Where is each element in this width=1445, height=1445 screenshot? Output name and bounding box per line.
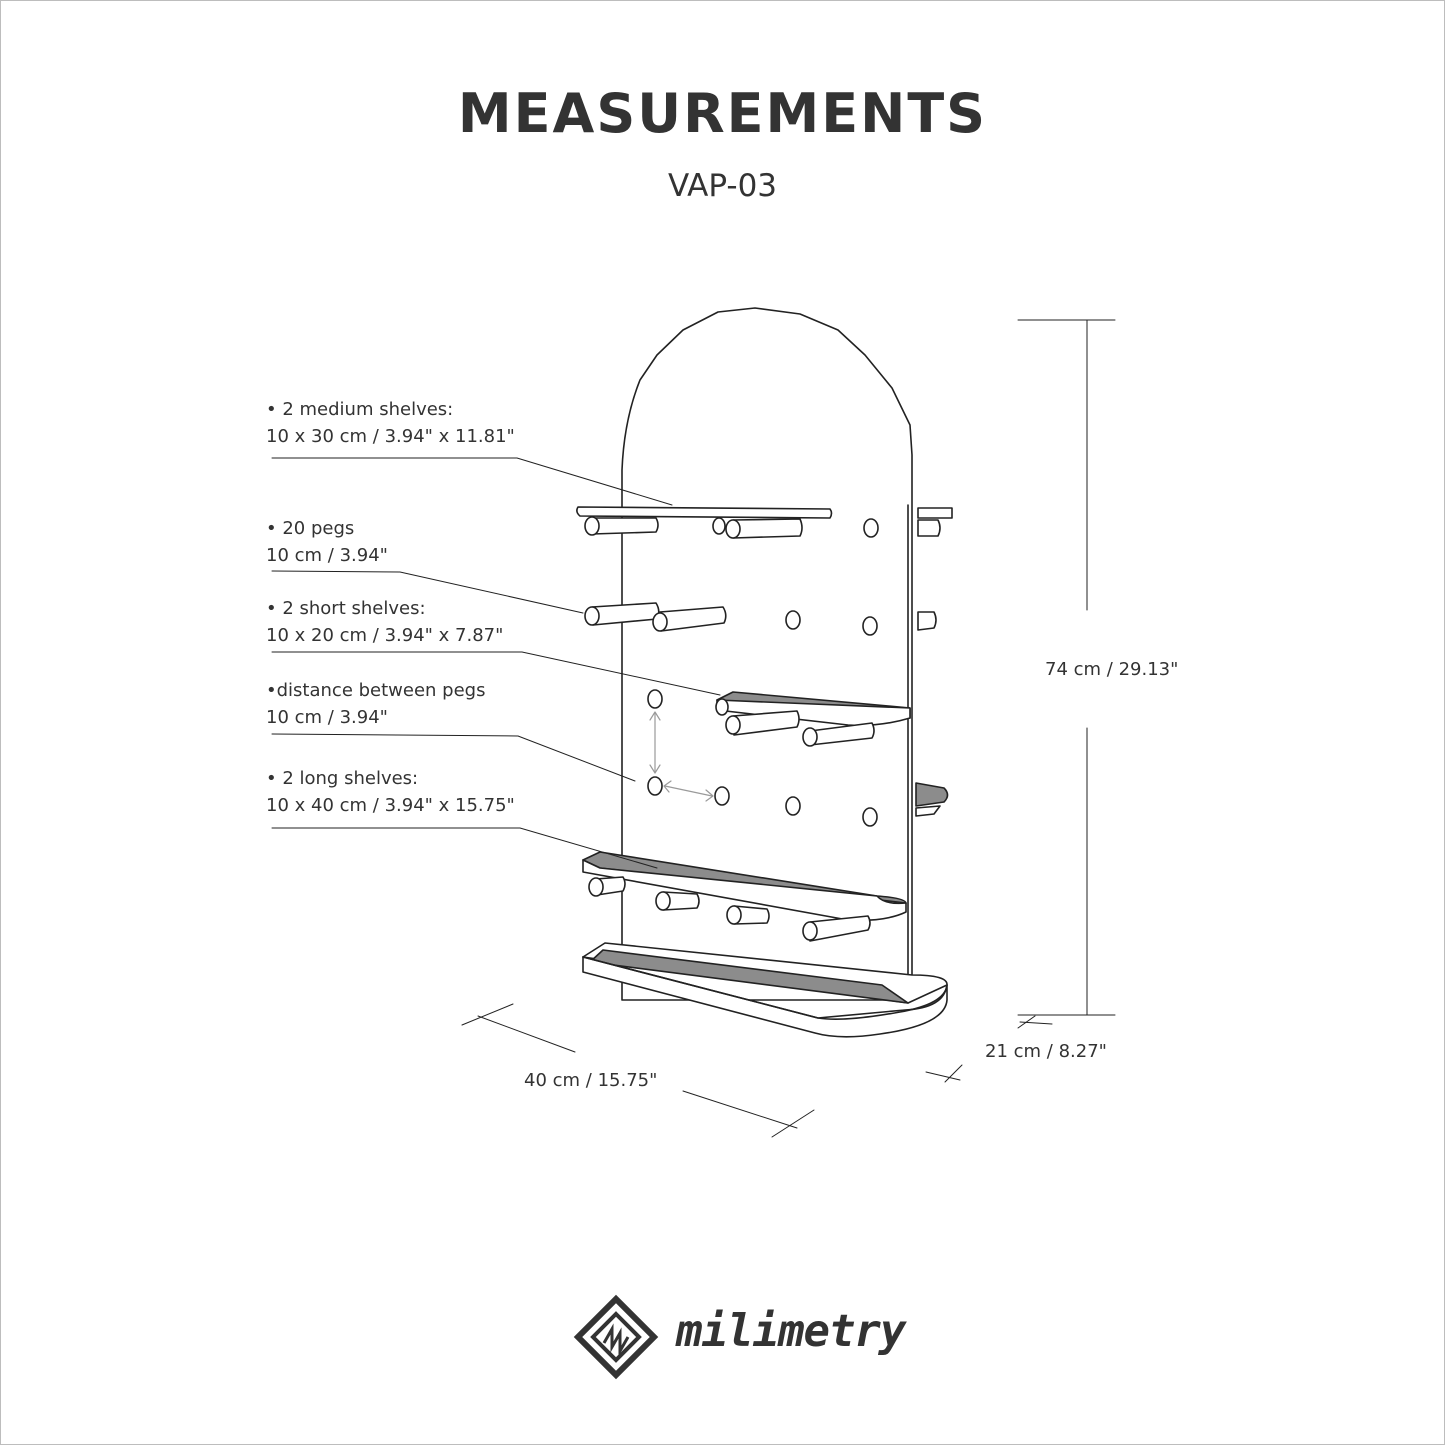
pegs-row-1 xyxy=(584,516,941,539)
note-pegs-size: 10 cm / 3.94" xyxy=(266,545,388,566)
note-pegs-title: • 20 pegs xyxy=(266,518,355,539)
depth-dimension xyxy=(925,1015,1053,1083)
height-dimension xyxy=(1017,319,1116,1016)
note-medium-shelves-size: 10 x 30 cm / 3.94" x 11.81" xyxy=(266,426,515,447)
note-long-shelves-size: 10 x 40 cm / 3.94" x 15.75" xyxy=(266,795,515,816)
leader-lines xyxy=(271,457,721,869)
note-medium-shelves: • 2 medium shelves: 10 x 30 cm / 3.94" x… xyxy=(266,396,515,450)
note-short-shelves: • 2 short shelves: 10 x 20 cm / 3.94" x … xyxy=(266,595,503,649)
note-peg-distance-title: •distance between pegs xyxy=(266,680,486,701)
page-title: MEASUREMENTS xyxy=(457,82,988,145)
depth-label: 21 cm / 8.27" xyxy=(985,1041,1107,1062)
peg-holes xyxy=(647,518,879,827)
note-peg-distance-size: 10 cm / 3.94" xyxy=(266,707,388,728)
width-dimension xyxy=(461,1003,815,1138)
height-label: 74 cm / 29.13" xyxy=(1045,659,1179,680)
back-board xyxy=(621,307,913,1001)
diamond-m-logo-icon xyxy=(573,1294,659,1380)
note-medium-shelves-title: • 2 medium shelves: xyxy=(266,399,454,420)
note-short-shelves-title: • 2 short shelves: xyxy=(266,598,426,619)
long-shelf-base xyxy=(582,942,948,1038)
note-pegs: • 20 pegs 10 cm / 3.94" xyxy=(266,515,388,569)
pegs-row-3 xyxy=(588,876,871,942)
note-long-shelves: • 2 long shelves: 10 x 40 cm / 3.94" x 1… xyxy=(266,765,515,819)
peg-distance-arrows xyxy=(649,711,714,802)
model-code: VAP-03 xyxy=(667,168,778,204)
note-long-shelves-title: • 2 long shelves: xyxy=(266,768,419,789)
pegs-row-2 xyxy=(584,602,937,632)
short-shelf xyxy=(715,691,911,747)
note-short-shelves-size: 10 x 20 cm / 3.94" x 7.87" xyxy=(266,625,504,646)
width-label: 40 cm / 15.75" xyxy=(524,1070,658,1091)
medium-shelf-top xyxy=(576,506,953,519)
note-peg-distance: •distance between pegs 10 cm / 3.94" xyxy=(266,677,485,731)
brand-wordmark: milimetry xyxy=(676,1306,906,1357)
side-shelf-peek xyxy=(915,782,949,817)
